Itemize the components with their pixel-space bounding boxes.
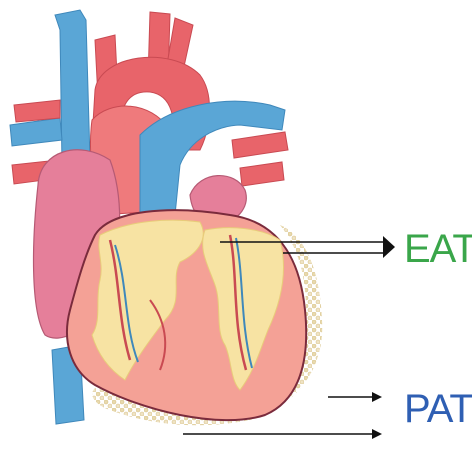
pulmonary-artery-left-upper xyxy=(14,100,60,122)
pat-arrow-upper xyxy=(328,392,382,402)
pat-arrow-lower xyxy=(183,429,382,439)
pat-label: PAT xyxy=(404,389,472,429)
pulmonary-vein-right-lower xyxy=(240,162,284,186)
superior-vena-cava xyxy=(55,10,90,165)
eat-label: EAT xyxy=(404,229,472,269)
pulmonary-vein-right-upper xyxy=(232,132,288,158)
